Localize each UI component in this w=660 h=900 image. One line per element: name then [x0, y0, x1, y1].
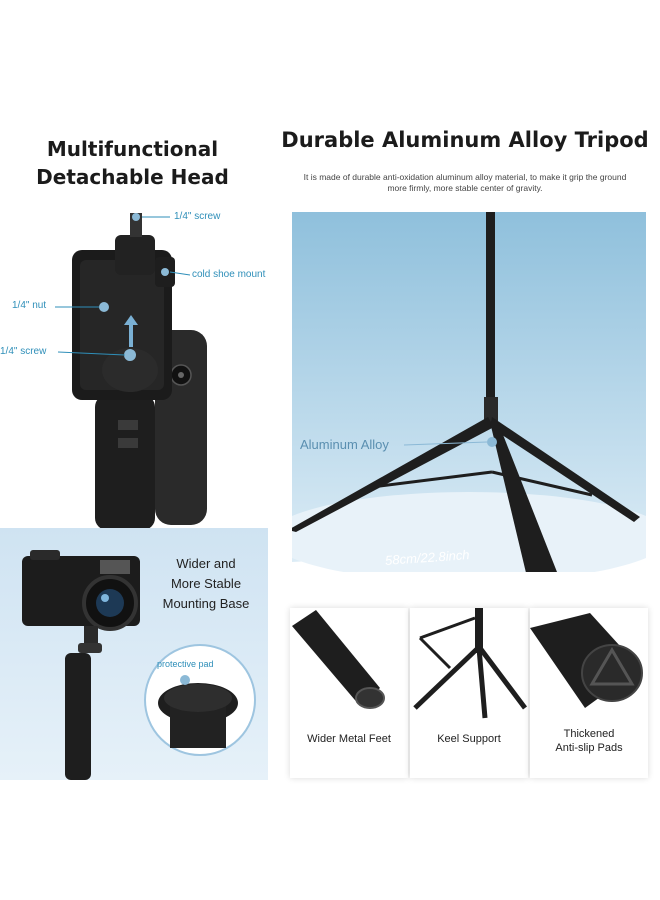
protective-pad-label: protective pad: [157, 659, 214, 669]
detachable-head-illustration: [55, 213, 207, 530]
tripod-panel: [292, 212, 646, 572]
left-heading: Multifunctional Detachable Head: [20, 135, 245, 191]
base-title-line3: Mounting Base: [162, 596, 250, 611]
ball-head: [102, 348, 158, 392]
feature-card-pads: Thickened Anti-slip Pads: [530, 608, 648, 778]
metal-feet-illustration: [292, 610, 385, 709]
callout-bottom-screw: 1/4" screw: [0, 346, 47, 357]
keel-support-illustration: [413, 608, 527, 719]
tripod-pole: [486, 212, 495, 402]
callout-nut: 1/4" nut: [12, 300, 47, 311]
right-description: It is made of durable anti-oxidation alu…: [303, 172, 627, 193]
tripod-leg-front: [490, 422, 557, 572]
callout-cold-shoe: cold shoe mount: [192, 269, 266, 280]
base-title-line1: Wider and: [176, 556, 236, 571]
left-heading-line2: Detachable Head: [36, 165, 229, 189]
feature-label-feet: Wider Metal Feet: [307, 733, 391, 745]
callout-aluminum: Aluminum Alloy: [300, 437, 389, 452]
antislip-pads-illustration: [530, 613, 643, 708]
top-mount: [115, 235, 155, 275]
handle-body: [95, 395, 155, 530]
mounting-base-illustration: [22, 550, 256, 780]
base-title: Wider and More Stable Mounting Base: [150, 554, 262, 614]
feature-label-pads-line2: Anti-slip Pads: [555, 742, 623, 754]
feature-label-keel: Keel Support: [437, 733, 501, 745]
tripod-leg-left: [292, 417, 494, 532]
callout-top-screw: 1/4" screw: [174, 211, 221, 222]
feature-card-feet: Wider Metal Feet: [290, 608, 408, 778]
base-title-line2: More Stable: [170, 576, 242, 591]
right-heading: Durable Aluminum Alloy Tripod: [281, 128, 649, 152]
tripod-leg-right: [490, 417, 640, 522]
feature-card-keel: Keel Support: [410, 608, 528, 778]
left-heading-line1: Multifunctional: [46, 137, 219, 161]
feature-label-pads-line1: Thickened: [563, 728, 615, 740]
stick-body: [65, 653, 91, 780]
